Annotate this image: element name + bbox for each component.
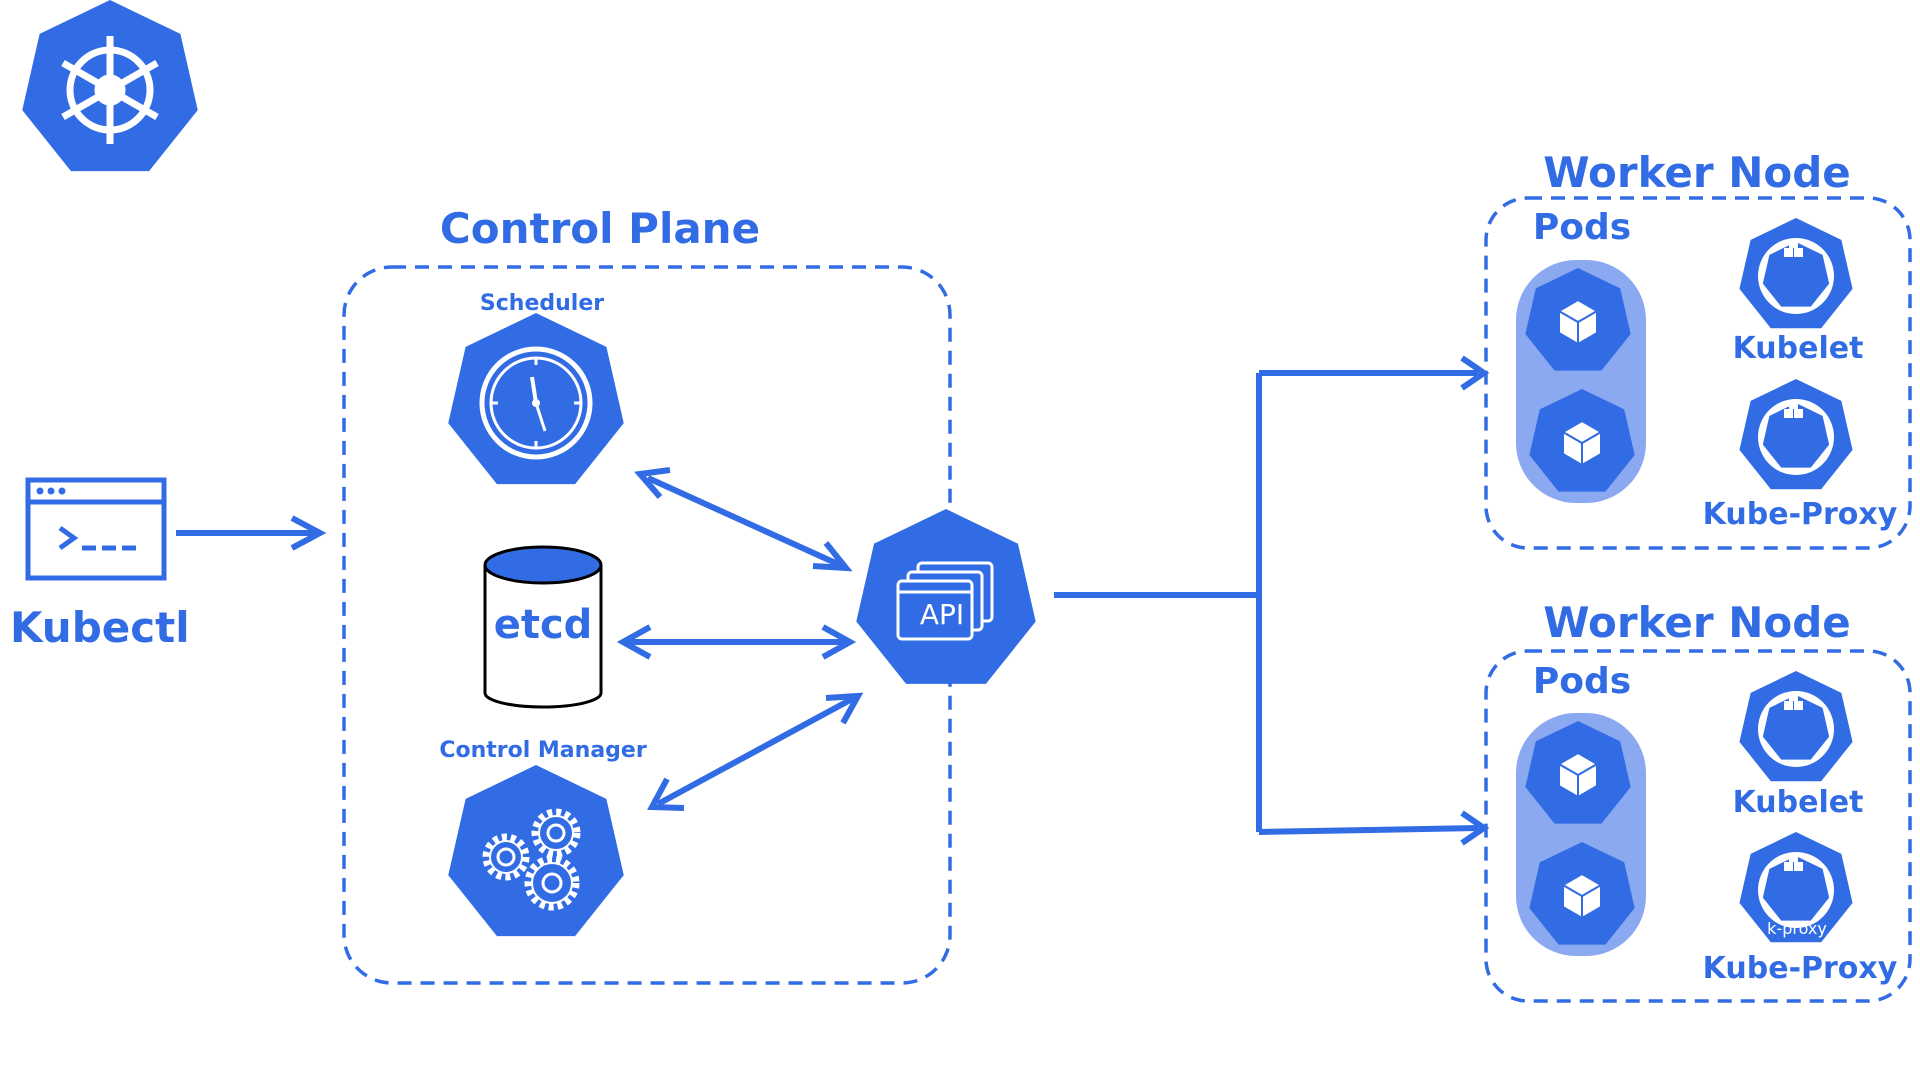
control-plane-title: Control Plane [439, 204, 761, 253]
scheduler-node [448, 313, 624, 485]
kubernetes-logo [22, 0, 198, 172]
etcd-node [483, 545, 603, 709]
kubelet-label: Kubelet [1732, 785, 1864, 820]
etcd-label: etcd [493, 602, 593, 648]
kubernetes-helm-icon [61, 36, 159, 144]
worker-node-container [1484, 649, 1912, 1003]
scheduler-api-arrow [634, 467, 853, 572]
control-plane-container [342, 265, 952, 985]
api-to-workers-connector [1054, 355, 1490, 846]
terminal-window-icon [25, 477, 167, 581]
cube-icon [1562, 873, 1602, 919]
kubectl-to-control-plane-arrow [176, 515, 327, 551]
kube-proxy-icon [1779, 400, 1813, 454]
kube-proxy-label: Kube-Proxy [1702, 497, 1898, 532]
pods-label: Pods [1532, 661, 1632, 702]
database-cylinder-icon [483, 545, 603, 709]
kubelet-icon [1779, 239, 1813, 293]
kubelet-label: Kubelet [1732, 331, 1864, 366]
controller-manager-label: Control Manager [439, 738, 647, 763]
worker-node-container [1484, 196, 1912, 550]
kube-proxy-badge: k-proxy [1767, 919, 1827, 938]
etcd-api-arrow [616, 624, 857, 660]
api-server-label: API [919, 598, 965, 631]
worker-node-2 [1484, 649, 1912, 1003]
kubectl-label: Kubectl [10, 603, 190, 652]
kubelet-node [1739, 671, 1853, 782]
api-server-node [856, 509, 1036, 684]
kubelet-node [1739, 218, 1853, 329]
kube-proxy-icon [1779, 853, 1813, 907]
worker-node-title: Worker Node [1543, 598, 1851, 647]
controller-manager-node [448, 765, 624, 937]
worker-node-1 [1484, 196, 1912, 550]
kube-proxy-node [1739, 832, 1853, 943]
cube-icon [1558, 299, 1598, 345]
kube-proxy-label: Kube-Proxy [1702, 951, 1898, 986]
kube-proxy-node [1739, 379, 1853, 490]
gears-icon [482, 808, 581, 911]
pods-label: Pods [1532, 207, 1632, 248]
api-windows-icon [896, 561, 994, 641]
kubelet-icon [1779, 692, 1813, 746]
controller-api-arrow [647, 692, 864, 811]
cube-icon [1562, 420, 1602, 466]
worker-node-title: Worker Node [1543, 148, 1851, 197]
scheduler-label: Scheduler [479, 291, 605, 316]
clock-icon [479, 346, 593, 460]
cube-icon [1558, 752, 1598, 798]
